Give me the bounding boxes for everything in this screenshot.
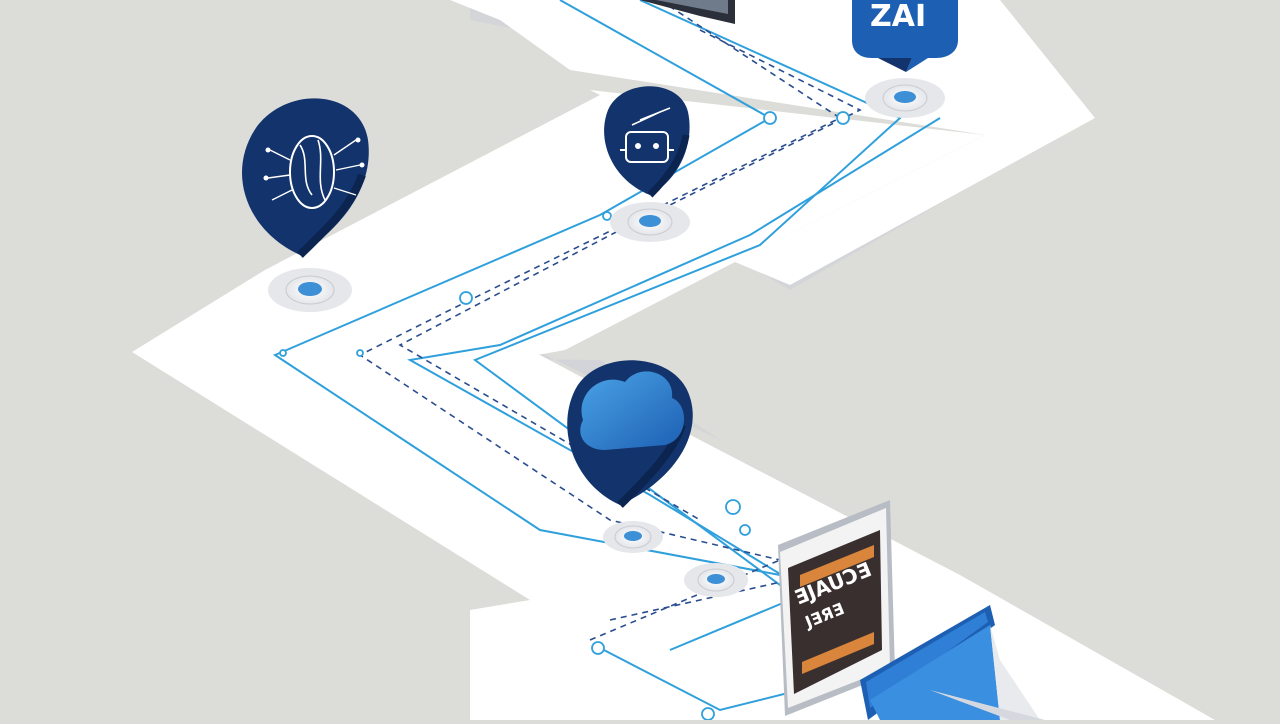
base-node-5 [684, 563, 748, 597]
tablet-icon: ƎJAUƆƎ JƎЯƎ [778, 500, 895, 716]
base-node-3 [865, 78, 945, 118]
robot-icon [604, 86, 690, 198]
speech-bubble-text: ZAI [870, 0, 926, 34]
base-node-1 [268, 268, 352, 312]
base-node-2 [610, 202, 690, 242]
laptop-icon [860, 605, 1045, 720]
monitor-icon [640, 0, 735, 24]
brain-icon [241, 98, 369, 258]
connection-endpoints [279, 111, 850, 721]
speech-bubble-icon: ZAI [852, 0, 958, 72]
cloud-icon [567, 360, 693, 508]
base-node-4 [603, 521, 663, 553]
